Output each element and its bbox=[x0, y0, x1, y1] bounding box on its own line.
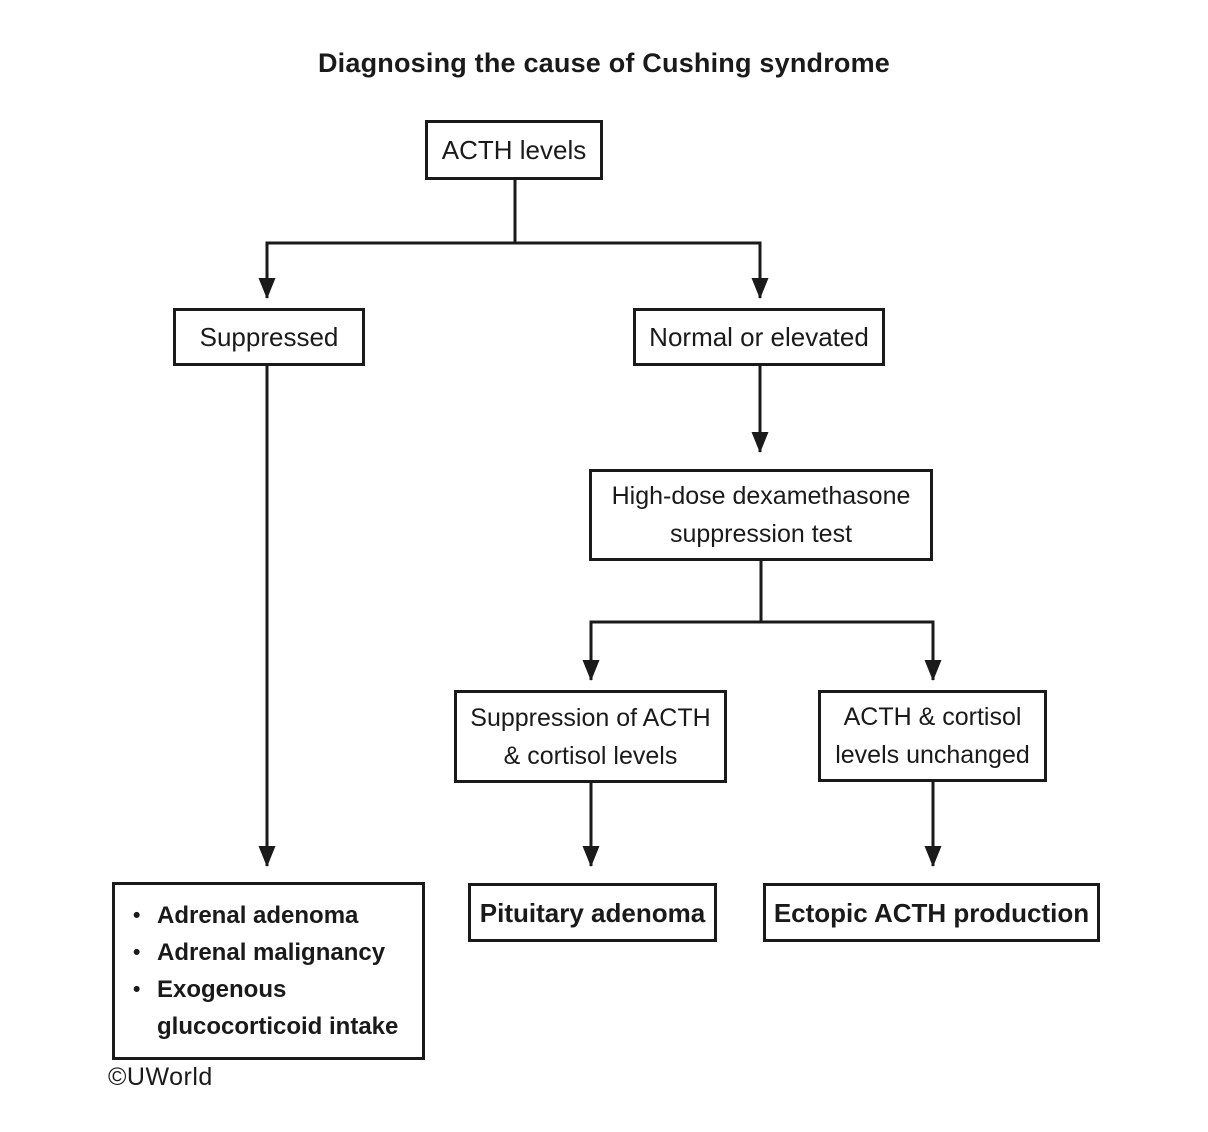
copyright-watermark: ©UWorld bbox=[108, 1063, 213, 1091]
node-normal-or-elevated: Normal or elevated bbox=[633, 308, 885, 366]
node-normal-or-elevated-label: Normal or elevated bbox=[649, 322, 869, 352]
bullet-icon: • bbox=[133, 941, 141, 964]
node-suppressed: Suppressed bbox=[173, 308, 365, 366]
node-suppression-line1: Suppression of ACTH bbox=[470, 703, 711, 732]
node-acth-cortisol-unchanged: ACTH & cortisol levels unchanged bbox=[818, 690, 1047, 782]
diagram-title: Diagnosing the cause of Cushing syndrome bbox=[317, 48, 891, 78]
node-acth-levels-label: ACTH levels bbox=[441, 135, 587, 165]
node-suppressed-causes-list: • Adrenal adenoma • Adrenal malignancy •… bbox=[112, 882, 425, 1060]
cause-adrenal-malignancy: Adrenal malignancy bbox=[157, 939, 386, 966]
node-ectopic-acth-label: Ectopic ACTH production bbox=[773, 897, 1090, 928]
node-high-dose-test-line2: suppression test bbox=[669, 520, 853, 548]
bullet-icon: • bbox=[133, 904, 141, 927]
node-high-dose-test: High-dose dexamethasone suppression test bbox=[589, 469, 933, 561]
list-item: • Exogenous glucocorticoid intake bbox=[133, 971, 414, 1045]
node-suppression-of-acth-cortisol: Suppression of ACTH & cortisol levels bbox=[454, 690, 727, 783]
node-suppression-line2: & cortisol levels bbox=[503, 741, 678, 770]
node-ectopic-acth-production: Ectopic ACTH production bbox=[763, 883, 1100, 942]
bullet-icon: • bbox=[133, 978, 141, 1001]
node-suppressed-label: Suppressed bbox=[199, 322, 339, 352]
node-acth-levels: ACTH levels bbox=[425, 120, 603, 180]
node-high-dose-test-line1: High-dose dexamethasone bbox=[611, 482, 911, 510]
node-unchanged-line2: levels unchanged bbox=[835, 741, 1030, 769]
node-pituitary-adenoma: Pituitary adenoma bbox=[468, 883, 717, 942]
cause-adrenal-adenoma: Adrenal adenoma bbox=[157, 902, 359, 929]
list-item: • Adrenal adenoma bbox=[133, 897, 358, 934]
list-item: • Adrenal malignancy bbox=[133, 934, 385, 971]
node-unchanged-line1: ACTH & cortisol bbox=[843, 703, 1022, 731]
node-pituitary-adenoma-label: Pituitary adenoma bbox=[479, 897, 706, 928]
cause-exogenous-glucocorticoid: Exogenous glucocorticoid intake bbox=[157, 976, 399, 1040]
